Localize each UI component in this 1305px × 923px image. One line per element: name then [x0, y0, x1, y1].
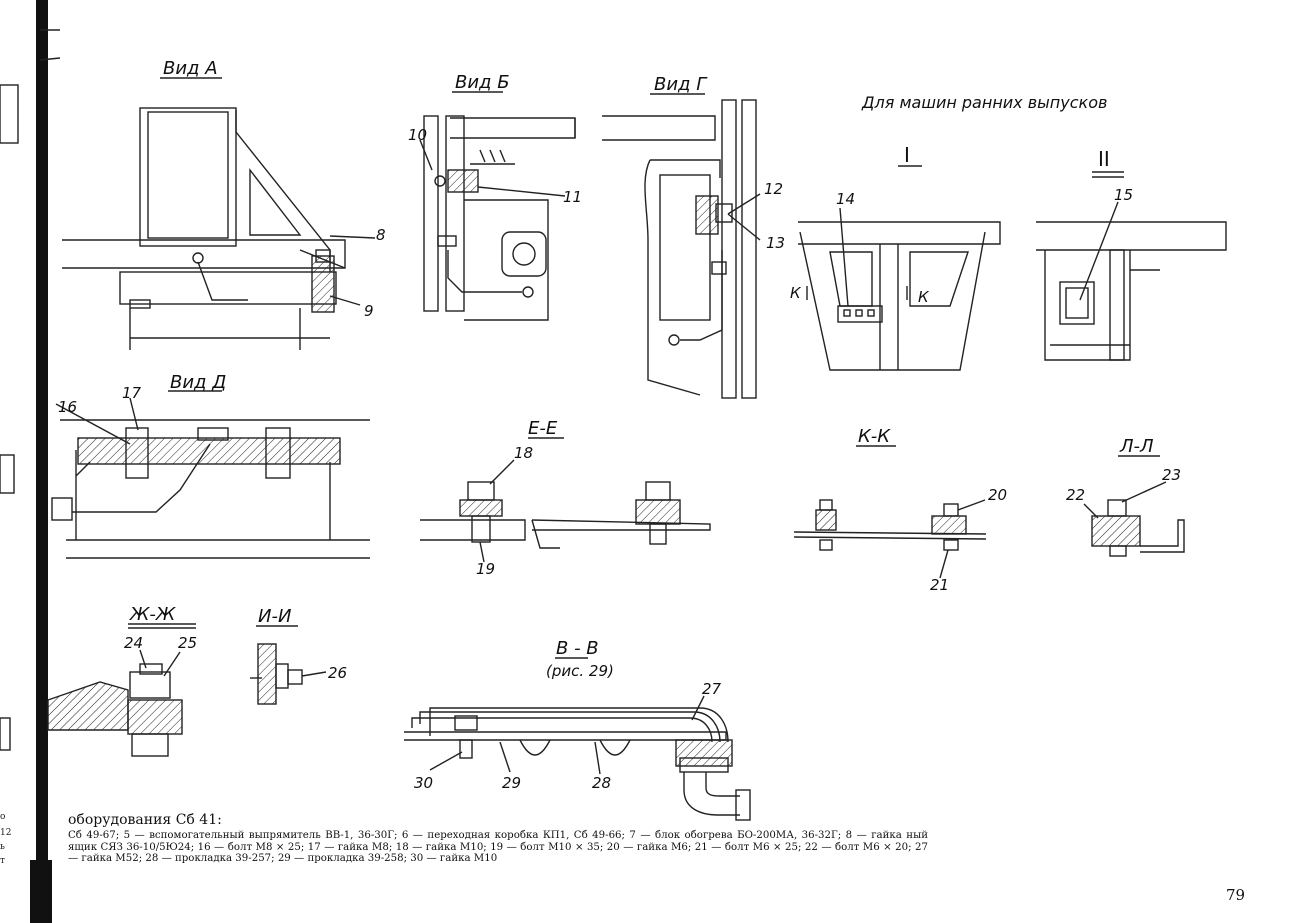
- callout-number: 10: [408, 126, 427, 144]
- left-margin-fragment: т: [0, 856, 5, 866]
- roman-one-label: I: [904, 143, 910, 167]
- left-margin-fragment: о: [0, 812, 6, 822]
- callout-number: 9: [364, 302, 374, 320]
- figure-caption: оборудования Сб 41: Сб 49-67; 5 — вспомо…: [68, 812, 928, 865]
- callout-number: 17: [122, 384, 142, 402]
- callout-number: 14: [836, 190, 855, 208]
- section-kk-drawing: [793, 445, 987, 579]
- callout-number: 20: [988, 486, 1007, 504]
- callout-number: 8: [376, 226, 386, 244]
- early-version-i-drawing: [798, 165, 1001, 371]
- left-margin-fragment: 12: [0, 828, 12, 838]
- section-ll-label: Л-Л: [1119, 436, 1154, 457]
- view-g-label: Вид Г: [654, 74, 708, 95]
- book-spine-shadow: [36, 0, 48, 923]
- callout-number: 15: [1114, 186, 1133, 204]
- caption-heading: оборудования Сб 41:: [68, 812, 222, 828]
- view-d-label: Вид Д: [170, 372, 226, 393]
- section-ee-drawing: [420, 437, 711, 563]
- callout-number: 24: [124, 634, 143, 652]
- view-a-drawing: [62, 77, 376, 350]
- page-number: 79: [1226, 886, 1246, 904]
- callout-number: 12: [764, 180, 783, 198]
- left-margin-fragment: ь: [0, 842, 5, 852]
- early-version-ii-drawing: [1036, 171, 1227, 361]
- section-kk-label: К-К: [858, 426, 891, 447]
- view-b-label: Вид Б: [455, 72, 510, 93]
- caption-body: Сб 49-67; 5 — вспомогательный выпрямител…: [68, 830, 928, 864]
- callout-number: 11: [563, 188, 582, 206]
- section-zhzh-label: Ж-Ж: [129, 604, 176, 625]
- section-ee-label: Е-Е: [528, 418, 558, 439]
- section-ll-drawing: [1083, 455, 1185, 557]
- section-ii-label: И-И: [258, 606, 291, 627]
- section-zhzh-drawing: [47, 623, 196, 757]
- view-b-drawing: [419, 91, 576, 321]
- previous-page-fragments: [0, 29, 61, 751]
- callout-number: 13: [766, 234, 785, 252]
- book-spine-shadow-bottom: [30, 860, 52, 923]
- early-versions-title: Для машин ранних выпусков: [861, 93, 1107, 112]
- view-a-label: Вид А: [163, 58, 218, 79]
- section-vv-label: В - В: [556, 638, 599, 659]
- section-vv-drawing: [404, 657, 751, 821]
- callout-number: 25: [178, 634, 197, 652]
- callout-number: 18: [514, 444, 533, 462]
- callout-number: 29: [502, 774, 521, 792]
- callout-number: 19: [476, 560, 495, 578]
- section-ii-drawing: [250, 625, 327, 705]
- callout-number: 27: [702, 680, 722, 698]
- callout-number: 30: [414, 774, 433, 792]
- view-g-drawing: [602, 93, 761, 399]
- view-d-drawing: [51, 390, 370, 559]
- section-marker-k: К: [918, 288, 930, 306]
- callout-number: 23: [1162, 466, 1181, 484]
- drawing-labels: Вид А Вид Б Вид Г Для машин ранних выпус…: [58, 58, 1181, 792]
- callout-number: 22: [1066, 486, 1085, 504]
- callout-number: 16: [58, 398, 77, 416]
- section-vv-reference: (рис. 29): [546, 662, 614, 680]
- callout-number: 28: [592, 774, 611, 792]
- section-marker-k: К: [790, 284, 802, 302]
- callout-number: 26: [328, 664, 347, 682]
- callout-number: 21: [930, 576, 949, 594]
- roman-two-label: II: [1098, 147, 1110, 171]
